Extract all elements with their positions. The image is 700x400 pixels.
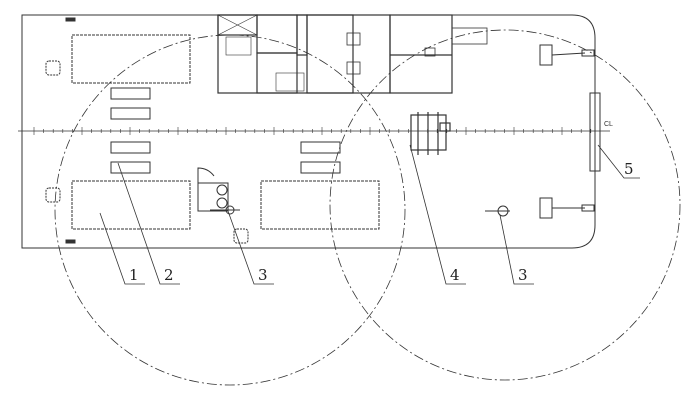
crane-left	[197, 167, 240, 215]
deck-outline	[21, 14, 596, 249]
callout-1: 1	[129, 266, 139, 284]
callout-3-right: 3	[518, 266, 528, 284]
crane-right	[485, 205, 510, 217]
hatch-top-left	[45, 60, 61, 76]
callout-5: 5	[624, 160, 634, 178]
tables-left	[110, 87, 151, 174]
tables-mid	[300, 141, 341, 174]
mooring-winch-bottom	[539, 197, 595, 219]
centerline-ticks	[33, 127, 592, 135]
cargo-area-bottom-left	[71, 180, 191, 230]
marker-bottom	[65, 239, 76, 244]
callout-3-left: 3	[258, 266, 268, 284]
mooring-winch-top	[539, 44, 595, 66]
stern-ramp	[589, 92, 601, 172]
callout-4: 4	[450, 266, 460, 284]
deckhouse	[217, 14, 488, 94]
anchor-windlass	[410, 112, 451, 155]
cargo-area-top-left	[71, 34, 191, 84]
cargo-area-bottom-mid	[260, 180, 380, 230]
callout-2: 2	[164, 266, 174, 284]
hatch-bottom-left	[45, 187, 61, 203]
crane-reach-circle-right	[329, 29, 681, 381]
marker-top	[65, 17, 76, 22]
hatch-bottom-mid	[233, 228, 249, 244]
centerline-label: CL	[604, 121, 613, 128]
callout-leaders	[99, 144, 640, 285]
